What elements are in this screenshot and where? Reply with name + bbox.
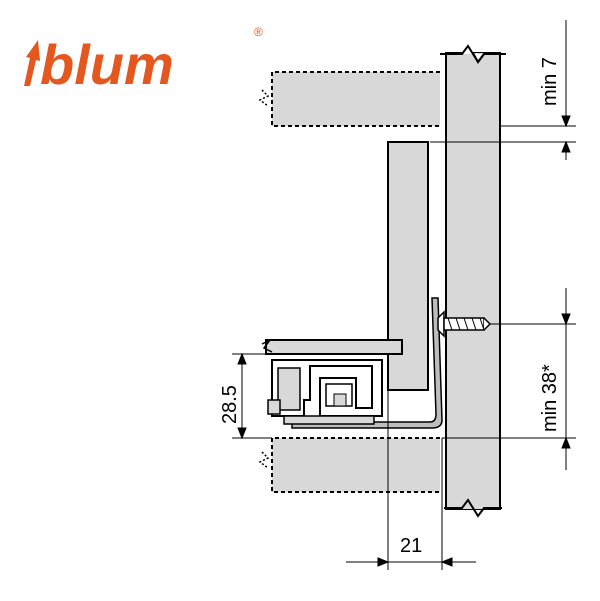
drawer-bottom-plate xyxy=(261,339,403,355)
dimension-height: 28.5 xyxy=(219,385,241,424)
registered-mark: ® xyxy=(254,25,263,39)
blum-logo: blum ® xyxy=(24,25,263,96)
dimension-min-side: min 38* xyxy=(539,364,561,432)
cabinet-side-panel xyxy=(440,40,510,524)
drawer-runner-profile xyxy=(267,297,443,429)
dimension-lines xyxy=(232,20,576,570)
blum-arrow-icon xyxy=(24,40,40,86)
upper-drawer-outline xyxy=(258,71,440,127)
logo-wordmark: blum xyxy=(40,33,174,96)
dimension-width: 21 xyxy=(400,535,422,557)
screw-icon xyxy=(437,310,492,338)
lower-drawer-outline xyxy=(258,437,440,493)
dimension-min-top: min 7 xyxy=(539,57,561,106)
